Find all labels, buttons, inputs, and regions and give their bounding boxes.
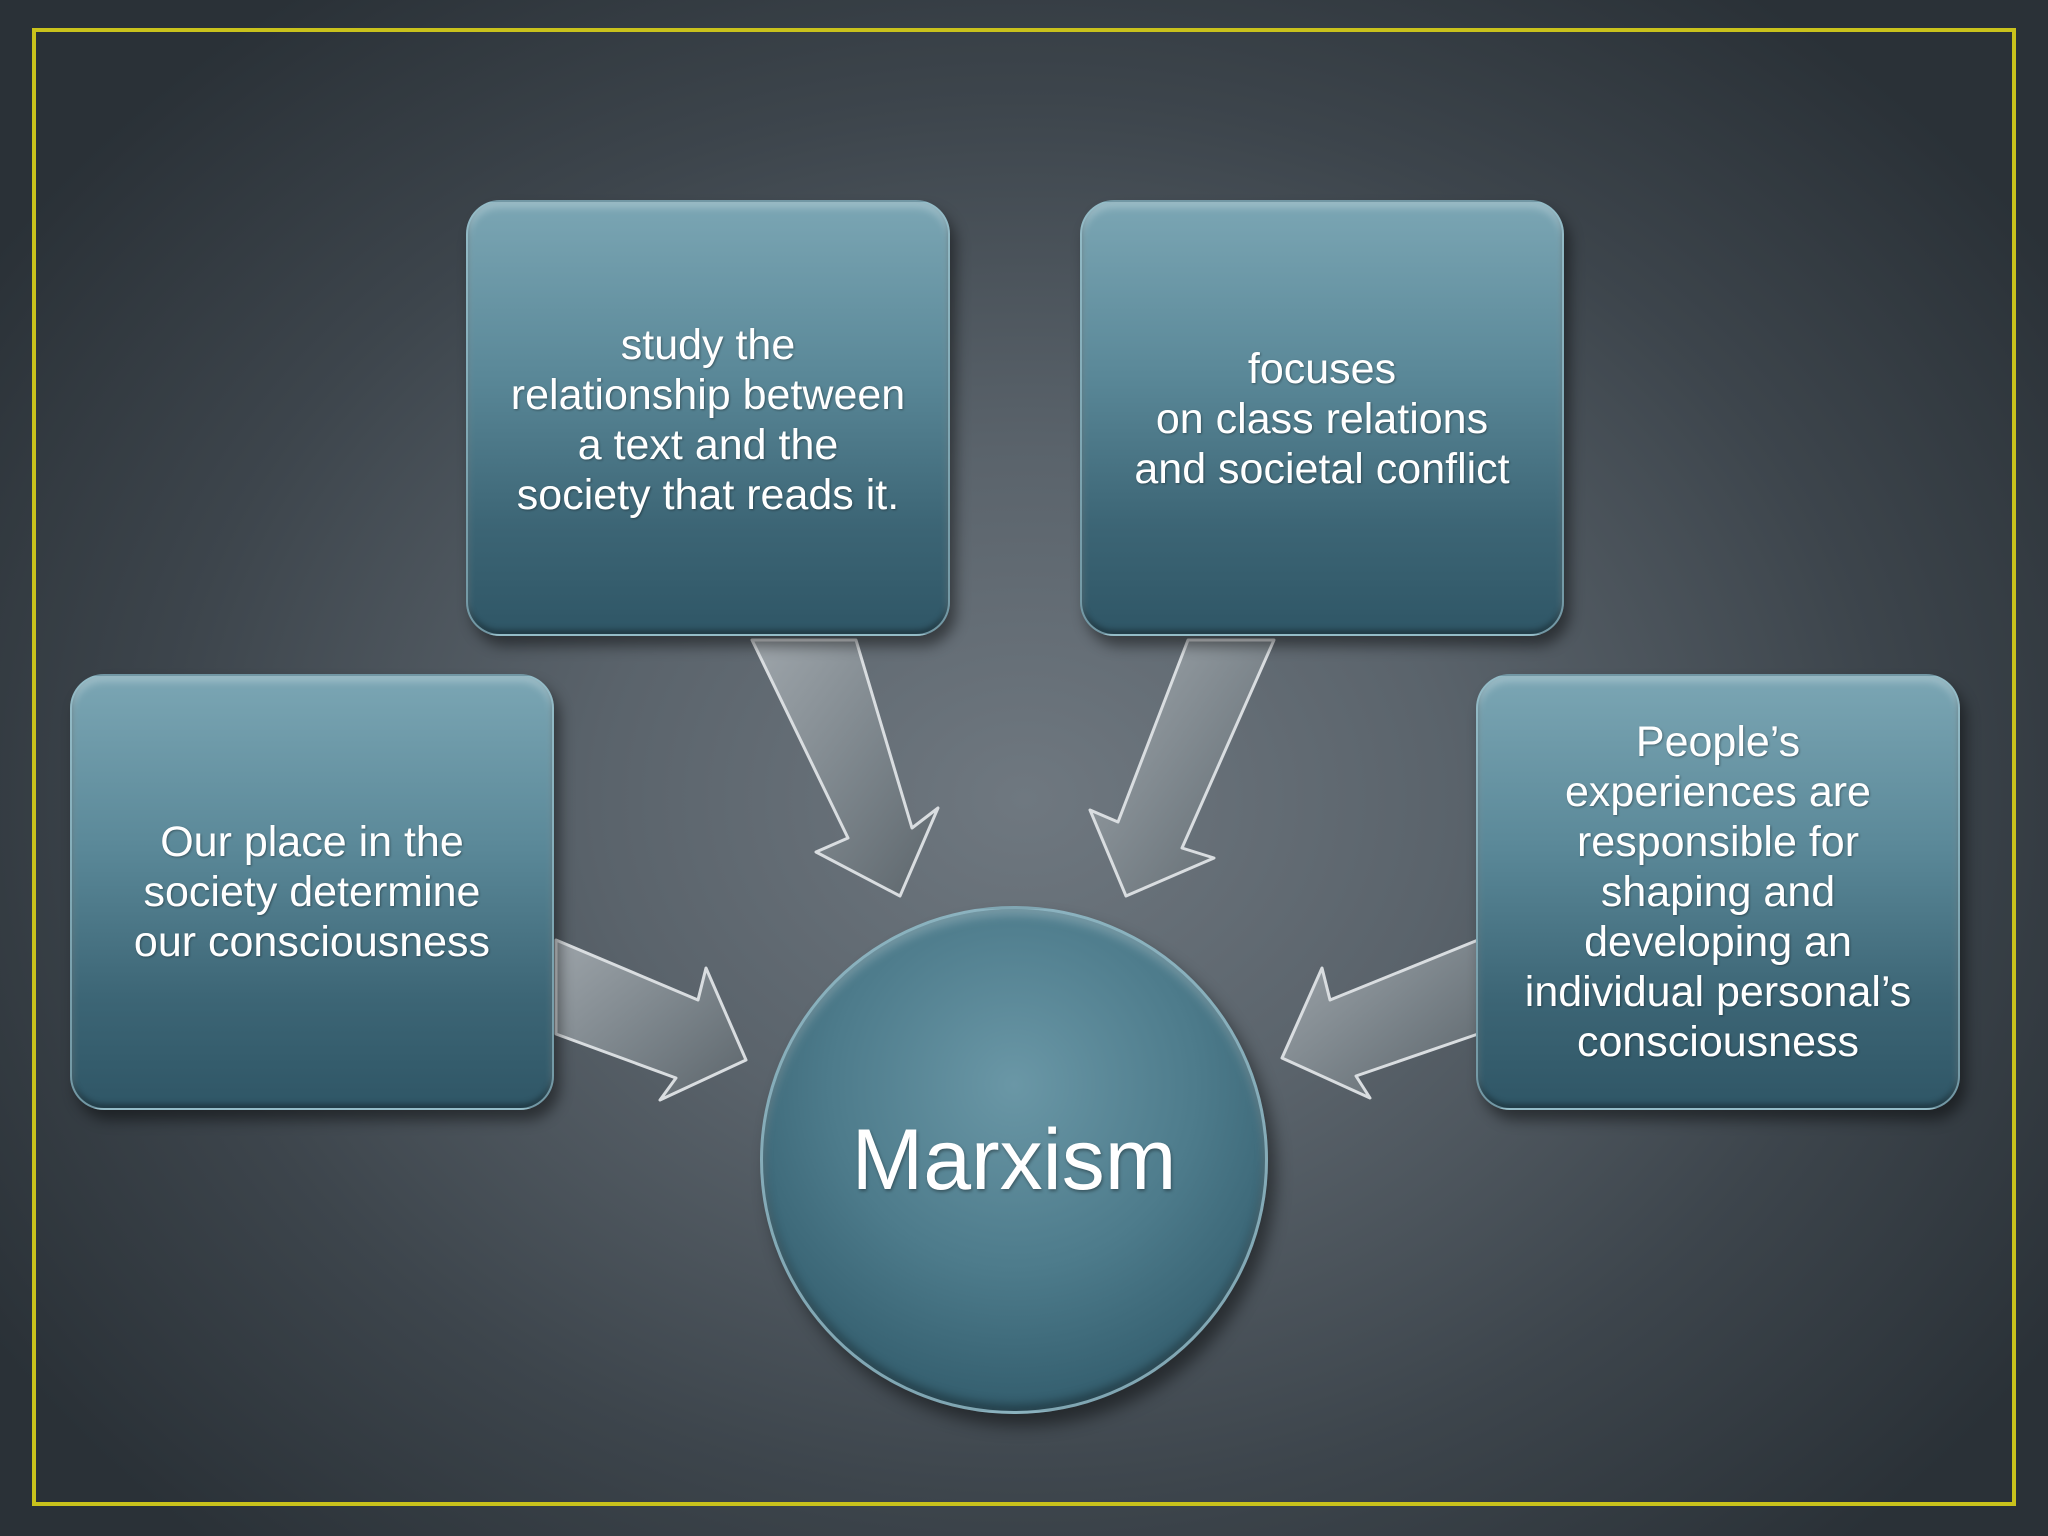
arrow-top-left-to-center bbox=[750, 638, 940, 898]
box-top-right-class-relations: focuses on class relations and societal … bbox=[1080, 200, 1564, 636]
arrow-top-right-to-center bbox=[1088, 638, 1276, 898]
arrow-right-to-center bbox=[1280, 938, 1480, 1100]
box-top-left-text-society: study the relationship between a text an… bbox=[466, 200, 950, 636]
arrow-left-to-center bbox=[554, 938, 748, 1102]
slide-frame bbox=[32, 28, 2016, 1506]
box-right-experiences: People’s experiences are responsible for… bbox=[1476, 674, 1960, 1110]
center-node-marxism: Marxism bbox=[760, 906, 1268, 1414]
box-left-consciousness: Our place in the society determine our c… bbox=[70, 674, 554, 1110]
